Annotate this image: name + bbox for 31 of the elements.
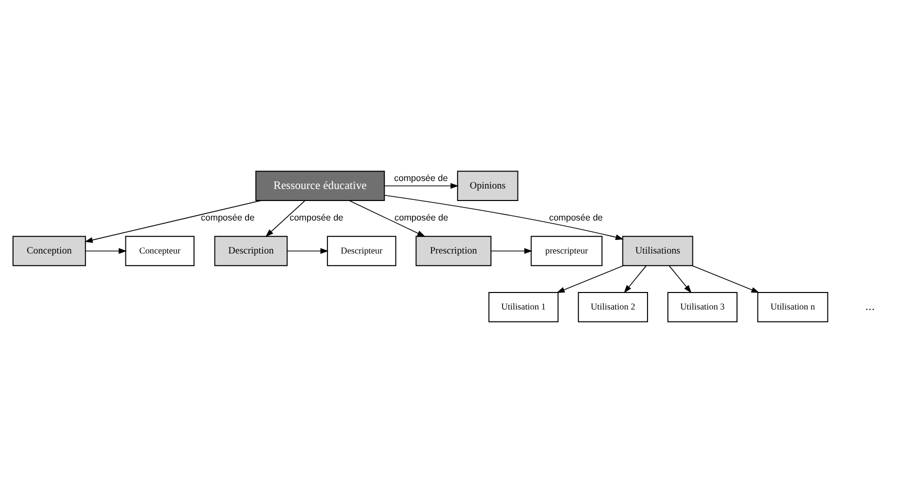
node-box: Concepteur xyxy=(125,236,194,266)
node-box: Description xyxy=(214,236,288,266)
node-box: Opinions xyxy=(457,170,518,202)
arrow xyxy=(668,265,692,294)
node-box: Utilisation 1 xyxy=(488,292,559,322)
node-box: Utilisation n xyxy=(757,292,828,322)
arrow xyxy=(85,248,127,254)
node-box: Conception xyxy=(12,236,86,266)
node-box: Utilisation 3 xyxy=(667,292,738,322)
node-box: Ressource éducative xyxy=(255,170,385,202)
edge-label: composée de xyxy=(200,212,255,223)
node-box: prescripteur xyxy=(530,236,602,266)
edge-label: composée de xyxy=(549,212,603,223)
arrow xyxy=(384,183,459,189)
arrow xyxy=(286,248,329,254)
edge-label: composée de xyxy=(394,172,448,183)
arrow xyxy=(556,265,624,293)
arrow xyxy=(384,194,624,240)
node-box: Utilisations xyxy=(622,236,694,266)
edge-label: composée de xyxy=(290,212,344,223)
arrow xyxy=(84,200,262,243)
arrow xyxy=(265,200,306,237)
node-box: Descripteur xyxy=(326,236,396,266)
arrow xyxy=(624,265,647,294)
node-box: Prescription xyxy=(416,236,492,266)
arrow xyxy=(692,265,760,293)
arrow xyxy=(348,200,426,237)
edge-label: composée de xyxy=(394,212,448,223)
node-box: Utilisation 2 xyxy=(578,292,648,322)
arrow xyxy=(490,248,532,254)
label: ... xyxy=(865,301,875,314)
